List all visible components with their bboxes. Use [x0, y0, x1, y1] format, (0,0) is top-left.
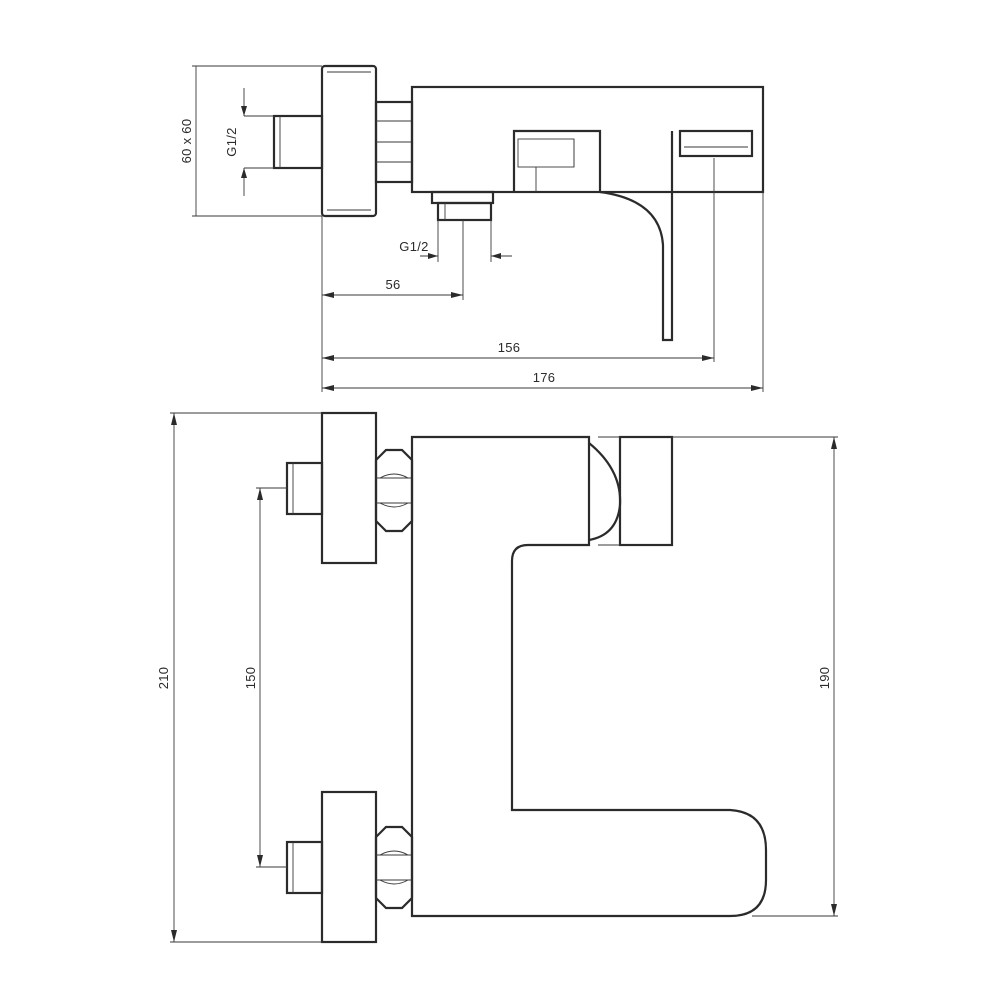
upper-hex-nut: [374, 448, 414, 533]
dim-56-label: 56: [385, 277, 400, 292]
top-view: 60 x 60 G1/2 G1/2 56 156: [179, 64, 765, 392]
upper-inlet-pipe: [285, 461, 324, 516]
dim-150-label: 150: [243, 667, 258, 690]
cartridge-cap: [618, 435, 674, 547]
outlet-thread-label: G1/2: [399, 239, 428, 254]
dim-210-label: 210: [156, 667, 171, 690]
lower-hex-nut: [374, 825, 414, 910]
lever-blade: [599, 131, 674, 342]
lower-flange: [320, 790, 378, 944]
lower-inlet-pipe: [285, 840, 324, 895]
upper-flange: [320, 411, 378, 565]
dim-176-label: 176: [533, 370, 556, 385]
wall-flange: [320, 64, 378, 218]
mixer-body: [410, 85, 765, 194]
inlet-pipe: [272, 114, 324, 170]
flange-size-label: 60 x 60: [179, 119, 194, 164]
inlet-thread-label: G1/2: [224, 127, 239, 156]
lever-head: [678, 129, 754, 158]
mixer-body-front: [410, 435, 768, 918]
dim-190-label: 190: [817, 667, 832, 690]
front-view: 210 150 190: [156, 411, 838, 944]
outlet-nipple: [430, 190, 495, 205]
dim-156-label: 156: [498, 340, 521, 355]
